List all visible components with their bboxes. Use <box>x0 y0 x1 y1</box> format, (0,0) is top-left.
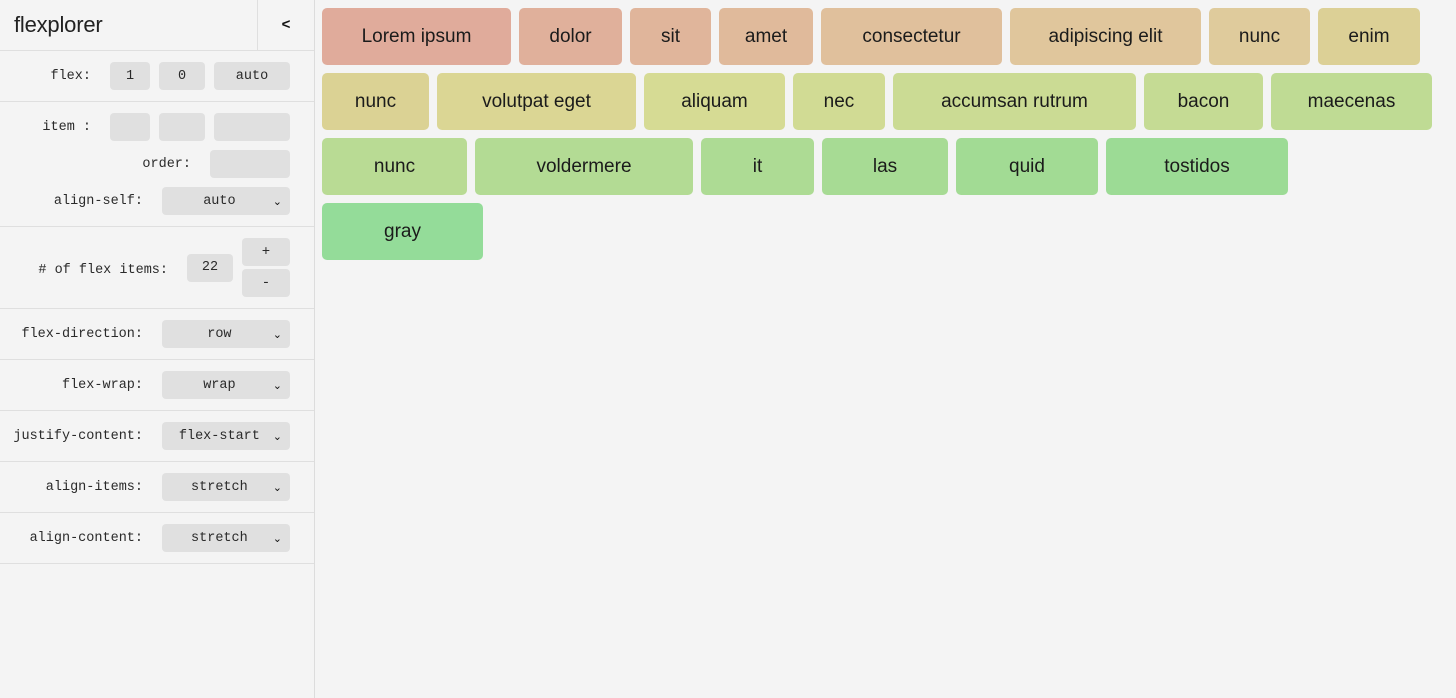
flex-item[interactable]: aliquam <box>644 73 785 130</box>
item-basis-input[interactable] <box>214 113 290 141</box>
flex-item-label: nunc <box>373 155 416 177</box>
flex-item-label: consectetur <box>862 25 961 47</box>
sidebar-header: flexplorer < <box>0 0 314 51</box>
align-items-row: align-items: stretch ⌄ <box>0 462 314 513</box>
justify-content-select[interactable]: flex-start ⌄ <box>162 422 290 450</box>
flex-item[interactable]: nunc <box>322 138 467 195</box>
flex-item[interactable]: gray <box>322 203 483 260</box>
flex-item[interactable]: accumsan rutrum <box>893 73 1136 130</box>
flex-wrap-row: flex-wrap: wrap ⌄ <box>0 360 314 411</box>
flex-item[interactable]: nunc <box>322 73 429 130</box>
flex-item-label: tostidos <box>1164 155 1230 177</box>
chevron-down-icon: ⌄ <box>272 531 282 545</box>
flex-item[interactable]: tostidos <box>1106 138 1288 195</box>
align-self-select[interactable]: auto ⌄ <box>162 187 290 215</box>
flex-grow-input[interactable]: 1 <box>110 62 150 90</box>
chevron-down-icon: ⌄ <box>272 480 282 494</box>
flex-item[interactable]: it <box>701 138 814 195</box>
flex-direction-row: flex-direction: row ⌄ <box>0 309 314 360</box>
flex-item-label: enim <box>1348 25 1390 47</box>
item-properties-row: item : order: align-self: auto ⌄ <box>0 102 314 227</box>
flex-basis-input[interactable]: auto <box>214 62 290 90</box>
flex-item[interactable]: quid <box>956 138 1098 195</box>
flex-item[interactable]: dolor <box>519 8 622 65</box>
flex-item-label: voldermere <box>536 155 632 177</box>
chevron-left-icon[interactable]: < <box>257 0 314 50</box>
flex-item-label: nunc <box>1238 25 1281 47</box>
justify-content-value: flex-start <box>178 428 260 444</box>
flex-canvas: Lorem ipsum dolor sit amet consectetur adipis… <box>315 0 1456 698</box>
flex-item-label: amet <box>744 25 788 47</box>
flex-item[interactable]: amet <box>719 8 813 65</box>
flex-item-label: it <box>752 155 763 177</box>
item-label: item : <box>42 119 91 135</box>
flex-item-label: dolor <box>549 25 592 47</box>
item-shrink-input[interactable] <box>159 113 205 141</box>
flex-container: Lorem ipsum dolor sit amet consectetur adipis… <box>322 8 1456 260</box>
chevron-down-icon: ⌄ <box>272 429 282 443</box>
flex-item-count-input[interactable]: 22 <box>187 253 233 282</box>
item-grow-input[interactable] <box>110 113 150 141</box>
chevron-down-icon: ⌄ <box>272 194 282 208</box>
flex-item[interactable]: bacon <box>1144 73 1263 130</box>
flex-direction-label: flex-direction: <box>21 326 143 342</box>
flex-item-count-row: # of flex items: 22 + - <box>0 227 314 309</box>
order-label: order: <box>142 156 191 172</box>
align-content-select[interactable]: stretch ⌄ <box>162 524 290 552</box>
flex-item-label: maecenas <box>1307 90 1396 112</box>
flex-item[interactable]: Lorem ipsum <box>322 8 511 65</box>
flex-item-label: bacon <box>1177 90 1230 112</box>
flex-item-label: quid <box>1009 155 1045 177</box>
flex-direction-select[interactable]: row ⌄ <box>162 320 290 348</box>
flex-item[interactable]: nunc <box>1209 8 1310 65</box>
flex-wrap-label: flex-wrap: <box>61 377 143 393</box>
flex-item[interactable]: voldermere <box>475 138 693 195</box>
flex-item-label: nec <box>823 90 855 112</box>
align-self-label: align-self: <box>53 193 143 209</box>
align-items-value: stretch <box>191 479 248 495</box>
page-title: flexplorer <box>14 12 103 37</box>
flex-item-label: Lorem ipsum <box>361 25 472 47</box>
flex-item[interactable]: enim <box>1318 8 1420 65</box>
flex-item-label: volutpat eget <box>482 90 591 112</box>
flex-item-label: las <box>872 155 898 177</box>
flex-item[interactable]: adipiscing elit <box>1010 8 1201 65</box>
flex-item-label: adipiscing elit <box>1048 25 1163 47</box>
controls-sidebar: flexplorer < flex: 1 0 auto item : order… <box>0 0 315 698</box>
quantity-stepper: + - <box>242 238 290 297</box>
flex-item-label: aliquam <box>681 90 748 112</box>
align-content-row: align-content: stretch ⌄ <box>0 513 314 564</box>
justify-content-row: justify-content: flex-start ⌄ <box>0 411 314 462</box>
flex-item-label: sit <box>661 25 680 47</box>
chevron-down-icon: ⌄ <box>272 327 282 341</box>
align-items-select[interactable]: stretch ⌄ <box>162 473 290 501</box>
flex-item-count-label: # of flex items: <box>38 263 168 278</box>
chevron-down-icon: ⌄ <box>272 378 282 392</box>
align-items-label: align-items: <box>45 479 143 495</box>
flex-wrap-value: wrap <box>203 377 236 393</box>
flex-item[interactable]: nec <box>793 73 885 130</box>
order-input[interactable] <box>210 150 290 178</box>
flex-item[interactable]: volutpat eget <box>437 73 636 130</box>
flex-shorthand-row: flex: 1 0 auto <box>0 51 314 102</box>
decrement-button[interactable]: - <box>242 269 290 297</box>
flex-direction-value: row <box>207 326 232 342</box>
flex-item-label: nunc <box>354 90 397 112</box>
flex-item[interactable]: las <box>822 138 948 195</box>
align-content-label: align-content: <box>29 530 143 546</box>
flex-item-label: accumsan rutrum <box>941 90 1088 112</box>
increment-button[interactable]: + <box>242 238 290 266</box>
flex-item[interactable]: maecenas <box>1271 73 1432 130</box>
flex-item-label: gray <box>384 220 421 242</box>
flex-label: flex: <box>50 68 91 84</box>
flex-item[interactable]: consectetur <box>821 8 1002 65</box>
flex-shrink-input[interactable]: 0 <box>159 62 205 90</box>
align-self-value: auto <box>203 193 236 209</box>
justify-content-label: justify-content: <box>13 428 143 444</box>
flex-item[interactable]: sit <box>630 8 711 65</box>
align-content-value: stretch <box>191 530 248 546</box>
flex-wrap-select[interactable]: wrap ⌄ <box>162 371 290 399</box>
